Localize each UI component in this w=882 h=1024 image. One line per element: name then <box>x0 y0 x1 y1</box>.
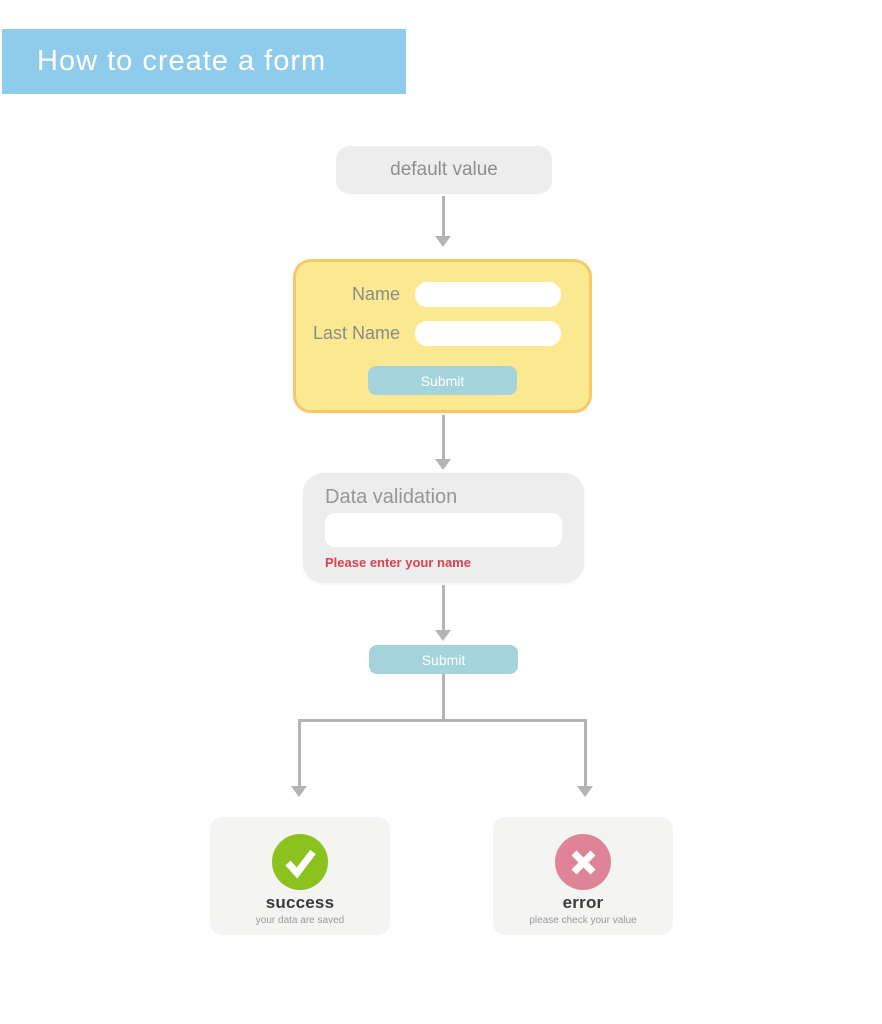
arrow-down-icon <box>291 786 307 797</box>
success-label: success <box>265 893 335 912</box>
name-input[interactable] <box>415 282 561 307</box>
arrow-down-icon <box>435 236 451 247</box>
error-label: error <box>562 893 604 912</box>
form-card: Name Last Name Submit <box>293 259 592 413</box>
submit-button[interactable]: Submit <box>369 645 518 674</box>
header-banner: How to create a form <box>2 29 406 94</box>
connector-line <box>584 719 587 786</box>
success-card: success your data are saved <box>210 817 390 935</box>
error-card: error please check your value <box>493 817 673 935</box>
default-value-node: default value <box>336 146 552 194</box>
connector-line <box>442 585 445 630</box>
page-title: How to create a form <box>37 45 327 77</box>
validation-input[interactable] <box>325 513 562 547</box>
arrow-down-icon <box>435 630 451 641</box>
x-icon <box>555 834 611 890</box>
last-name-label: Last Name <box>312 323 400 343</box>
arrow-down-icon <box>577 786 593 797</box>
last-name-input[interactable] <box>415 321 561 346</box>
success-caption: your data are saved <box>255 915 345 926</box>
connector-line <box>298 719 301 786</box>
connector-line <box>442 415 445 459</box>
x-icon-glyph <box>571 850 596 875</box>
submit-button-label: Submit <box>420 372 465 389</box>
check-icon <box>272 834 328 890</box>
validation-card: Data validation Please enter your name <box>303 473 584 583</box>
arrow-down-icon <box>435 459 451 470</box>
connector-line <box>442 196 445 236</box>
connector-line <box>442 674 445 722</box>
default-value-label: default value <box>390 159 498 180</box>
submit-button[interactable]: Submit <box>368 366 517 395</box>
check-icon-glyph <box>285 849 316 879</box>
name-label: Name <box>351 284 400 304</box>
validation-title: Data validation <box>325 486 458 508</box>
validation-error-text: Please enter your name <box>325 555 471 570</box>
branch-line <box>298 719 587 722</box>
submit-button-label: Submit <box>421 651 466 668</box>
error-caption: please check your value <box>529 915 637 926</box>
